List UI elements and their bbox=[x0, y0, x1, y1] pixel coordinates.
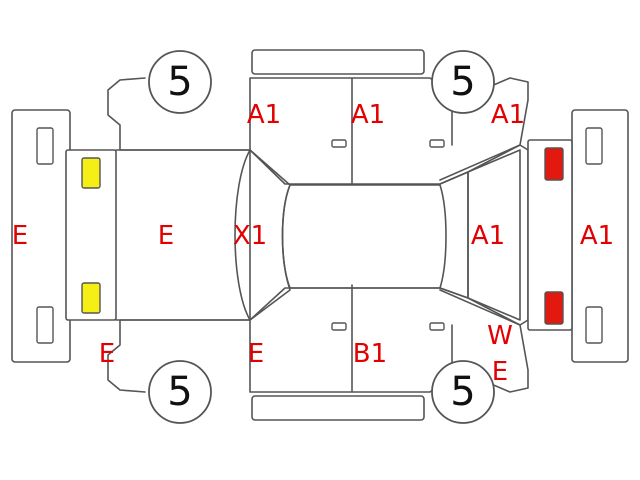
rear-bumper bbox=[571, 109, 629, 363]
rear-right-taillight bbox=[544, 291, 564, 325]
front-left-headlight bbox=[81, 157, 101, 189]
rear-window-outline bbox=[439, 171, 469, 299]
right-rear-door-handle bbox=[429, 139, 445, 148]
code-left-rear-quarter-e: E bbox=[492, 357, 508, 387]
right-front-door-handle bbox=[331, 139, 347, 148]
tire-rear-right-value: 5 bbox=[450, 59, 475, 105]
code-right-rear-quarter: A1 bbox=[491, 100, 525, 130]
code-right-rear-door: A1 bbox=[351, 100, 385, 130]
code-front-bumper: E bbox=[12, 221, 28, 251]
tire-front-right: 5 bbox=[148, 50, 212, 114]
code-left-rear-quarter-w: W bbox=[487, 321, 513, 351]
front-grille bbox=[65, 149, 117, 321]
hood-outline bbox=[115, 149, 251, 321]
left-rear-door-handle bbox=[429, 322, 445, 331]
tire-front-left: 5 bbox=[148, 360, 212, 424]
code-left-rear-door: B1 bbox=[353, 339, 387, 369]
tire-rear-right: 5 bbox=[431, 50, 495, 114]
left-side-skirt bbox=[251, 395, 425, 421]
tire-front-right-value: 5 bbox=[167, 59, 192, 105]
code-left-front-fender: E bbox=[99, 339, 115, 369]
code-windshield: X1 bbox=[233, 221, 267, 251]
right-side-skirt bbox=[251, 49, 425, 75]
tire-rear-left: 5 bbox=[431, 360, 495, 424]
code-left-front-door: E bbox=[248, 339, 264, 369]
front-right-headlight bbox=[81, 282, 101, 314]
left-front-door-handle bbox=[331, 322, 347, 331]
code-trunk-lid: A1 bbox=[471, 221, 505, 251]
roof-outline bbox=[281, 184, 447, 289]
code-rear-bumper: A1 bbox=[580, 221, 614, 251]
top-view-body bbox=[65, 139, 573, 331]
code-hood: E bbox=[158, 221, 174, 251]
trunk-outline bbox=[467, 149, 521, 321]
tire-front-left-value: 5 bbox=[167, 369, 192, 415]
tire-rear-left-value: 5 bbox=[450, 369, 475, 415]
rear-panel bbox=[527, 139, 573, 331]
rear-left-taillight bbox=[544, 147, 564, 181]
code-right-front-door: A1 bbox=[247, 100, 281, 130]
